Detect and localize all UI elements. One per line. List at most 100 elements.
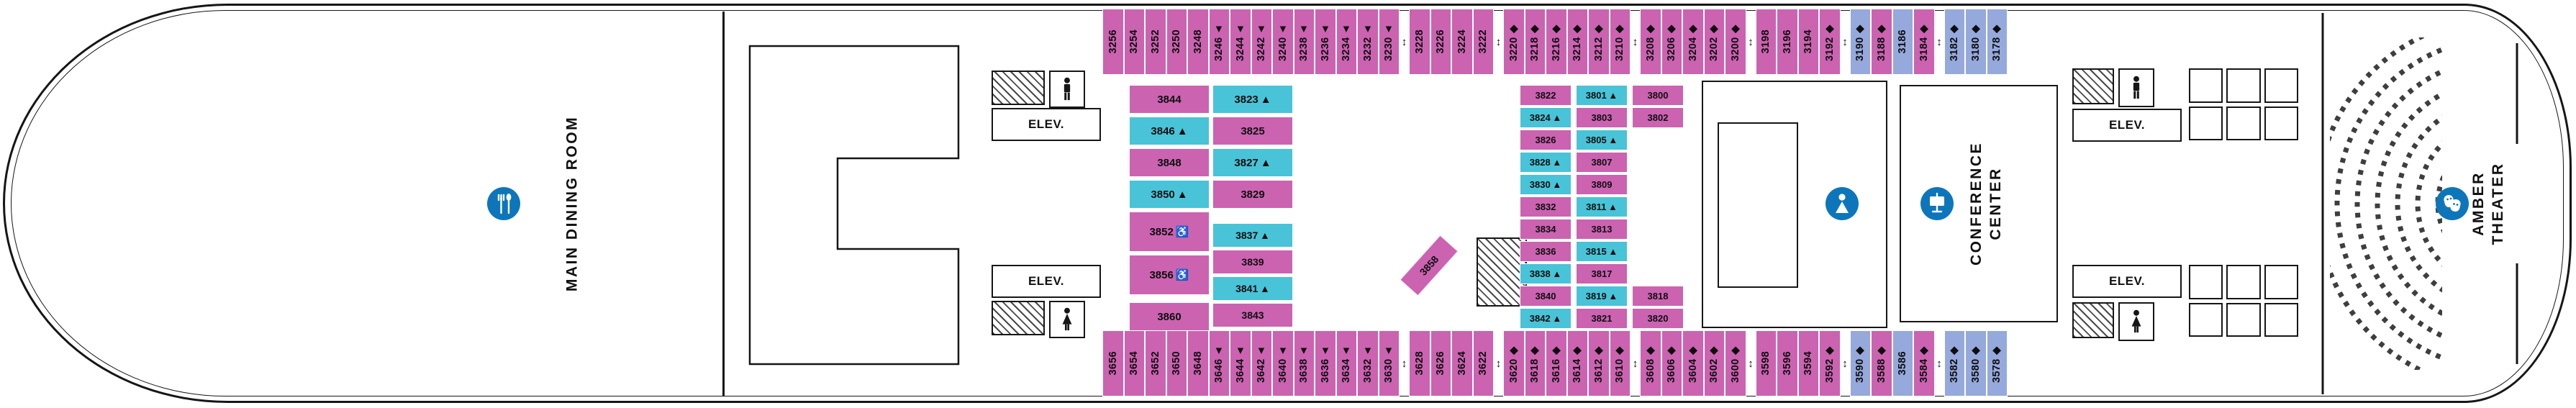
cabin-3618[interactable]: 3618 ◆ [1524,330,1546,396]
cabin-3620[interactable]: 3620 ◆ [1503,330,1525,396]
cabin-3822[interactable]: 3822 [1520,85,1572,106]
cabin-3252[interactable]: 3252 [1145,9,1166,75]
cabin-3582[interactable]: 3582 ◆ [1944,330,1965,396]
cabin-3246[interactable]: 3246 ▲ [1208,9,1230,75]
cabin-3841[interactable]: 3841 ▲ [1212,276,1293,301]
cabin-3610[interactable]: 3610 ◆ [1609,330,1631,396]
cabin-3642[interactable]: 3642 ▲ [1251,330,1272,396]
cabin-3813[interactable]: 3813 [1576,219,1628,240]
cabin-3636[interactable]: 3636 ▲ [1315,330,1336,396]
cabin-3586[interactable]: 3586 [1892,330,1913,396]
cabin-3202[interactable]: 3202 ◆ [1703,9,1725,75]
cabin-3834[interactable]: 3834 [1520,219,1572,240]
cabin-3823[interactable]: 3823 ▲ [1212,85,1293,114]
cabin-3200[interactable]: 3200 ◆ [1725,9,1746,75]
cabin-3828[interactable]: 3828 ▲ [1520,152,1572,173]
cabin-3807[interactable]: 3807 [1576,152,1628,173]
cabin-3848[interactable]: 3848 [1129,148,1210,177]
cabin-3800[interactable]: 3800 [1632,85,1684,106]
cabin-3594[interactable]: 3594 [1797,330,1819,396]
cabin-3224[interactable]: 3224 [1451,9,1473,75]
cabin-3852[interactable]: 3852 ♿ [1129,212,1210,252]
cabin-3242[interactable]: 3242 ▲ [1251,9,1272,75]
cabin-3811[interactable]: 3811 ▲ [1576,196,1628,217]
cabin-3212[interactable]: 3212 ◆ [1588,9,1610,75]
cabin-3184[interactable]: 3184 ◆ [1913,9,1935,75]
cabin-3178[interactable]: 3178 ◆ [1986,9,2008,75]
cabin-3827[interactable]: 3827 ▲ [1212,148,1293,177]
cabin-3826[interactable]: 3826 [1520,130,1572,150]
cabin-3840[interactable]: 3840 [1520,286,1572,307]
cabin-3608[interactable]: 3608 ◆ [1640,330,1661,396]
cabin-3842[interactable]: 3842 ▲ [1520,308,1572,329]
cabin-3250[interactable]: 3250 [1166,9,1187,75]
cabin-3188[interactable]: 3188 ◆ [1871,9,1892,75]
cabin-3832[interactable]: 3832 [1520,196,1572,217]
cabin-3602[interactable]: 3602 ◆ [1703,330,1725,396]
cabin-3837[interactable]: 3837 ▲ [1212,223,1293,248]
cabin-3860[interactable]: 3860 [1129,302,1210,331]
cabin-3630[interactable]: 3630 ▲ [1378,330,1400,396]
cabin-3600[interactable]: 3600 ◆ [1725,330,1746,396]
cabin-3817[interactable]: 3817 [1576,263,1628,284]
cabin-3238[interactable]: 3238 ▲ [1293,9,1315,75]
cabin-3598[interactable]: 3598 [1755,330,1777,396]
cabin-3809[interactable]: 3809 [1576,174,1628,195]
cabin-3644[interactable]: 3644 ▲ [1230,330,1251,396]
cabin-3843[interactable]: 3843 [1212,303,1293,327]
cabin-3248[interactable]: 3248 [1187,9,1209,75]
cabin-3230[interactable]: 3230 ▲ [1378,9,1400,75]
cabin-3815[interactable]: 3815 ▲ [1576,241,1628,262]
cabin-3590[interactable]: 3590 ◆ [1849,330,1871,396]
cabin-3204[interactable]: 3204 ◆ [1682,9,1704,75]
cabin-3656[interactable]: 3656 [1102,330,1124,396]
cabin-3180[interactable]: 3180 ◆ [1965,9,1987,75]
elevator-left-top[interactable]: ELEV. [992,108,1101,141]
cabin-3801[interactable]: 3801 ▲ [1576,85,1628,106]
cabin-3206[interactable]: 3206 ◆ [1661,9,1682,75]
cabin-3626[interactable]: 3626 [1430,330,1451,396]
elevator-right-top[interactable]: ELEV. [2072,109,2182,142]
cabin-3836[interactable]: 3836 [1520,241,1572,262]
cabin-3580[interactable]: 3580 ◆ [1965,330,1987,396]
cabin-3232[interactable]: 3232 ▲ [1357,9,1379,75]
cabin-3646[interactable]: 3646 ▲ [1208,330,1230,396]
cabin-3838[interactable]: 3838 ▲ [1520,263,1572,284]
cabin-3228[interactable]: 3228 [1409,9,1430,75]
cabin-3616[interactable]: 3616 ◆ [1546,330,1567,396]
cabin-3198[interactable]: 3198 [1755,9,1777,75]
cabin-3634[interactable]: 3634 ▲ [1335,330,1357,396]
cabin-3596[interactable]: 3596 [1777,330,1798,396]
elevator-right-bottom[interactable]: ELEV. [2072,265,2182,298]
cabin-3196[interactable]: 3196 [1777,9,1798,75]
cabin-3226[interactable]: 3226 [1430,9,1451,75]
cabin-3186[interactable]: 3186 [1892,9,1913,75]
cabin-3584[interactable]: 3584 ◆ [1913,330,1935,396]
cabin-3222[interactable]: 3222 [1472,9,1494,75]
cabin-3632[interactable]: 3632 ▲ [1357,330,1379,396]
cabin-3256[interactable]: 3256 [1102,9,1124,75]
cabin-3244[interactable]: 3244 ▲ [1230,9,1251,75]
cabin-3588[interactable]: 3588 ◆ [1871,330,1892,396]
cabin-3240[interactable]: 3240 ▲ [1272,9,1294,75]
cabin-3218[interactable]: 3218 ◆ [1524,9,1546,75]
cabin-3652[interactable]: 3652 [1145,330,1166,396]
cabin-3805[interactable]: 3805 ▲ [1576,130,1628,150]
cabin-3578[interactable]: 3578 ◆ [1986,330,2008,396]
cabin-3640[interactable]: 3640 ▲ [1272,330,1294,396]
cabin-3830[interactable]: 3830 ▲ [1520,174,1572,195]
cabin-3825[interactable]: 3825 [1212,117,1293,145]
cabin-3220[interactable]: 3220 ◆ [1503,9,1525,75]
cabin-3182[interactable]: 3182 ◆ [1944,9,1965,75]
cabin-3821[interactable]: 3821 [1576,308,1628,329]
cabin-3622[interactable]: 3622 [1472,330,1494,396]
cabin-3614[interactable]: 3614 ◆ [1566,330,1588,396]
cabin-3604[interactable]: 3604 ◆ [1682,330,1704,396]
cabin-3846[interactable]: 3846 ▲ [1129,117,1210,145]
cabin-3650[interactable]: 3650 [1166,330,1187,396]
cabin-3824[interactable]: 3824 ▲ [1520,107,1572,128]
cabin-3818[interactable]: 3818 [1632,286,1684,307]
cabin-3803[interactable]: 3803 [1576,107,1628,128]
cabin-3208[interactable]: 3208 ◆ [1640,9,1661,75]
cabin-3612[interactable]: 3612 ◆ [1588,330,1610,396]
